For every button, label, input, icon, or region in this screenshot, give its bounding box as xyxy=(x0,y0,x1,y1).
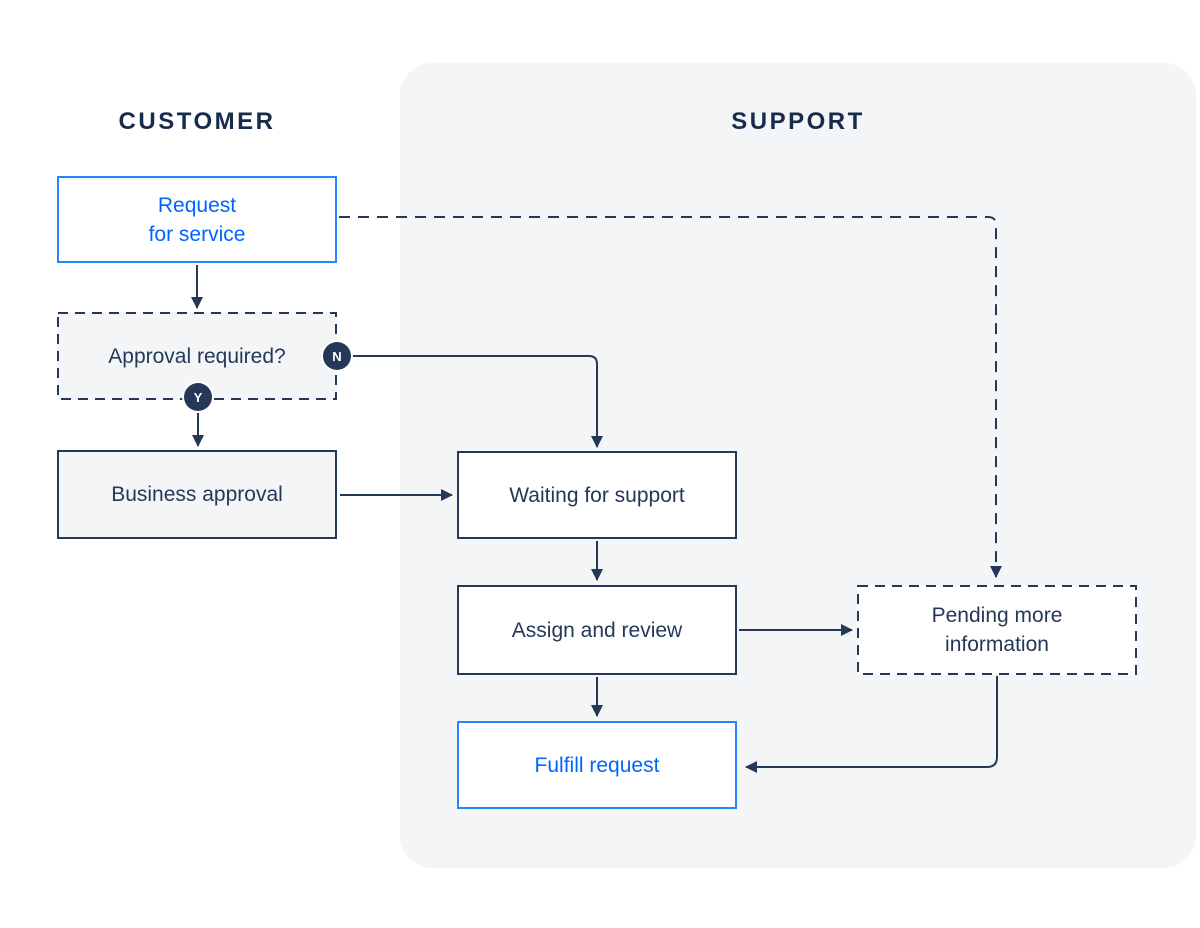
node-label: Business approval xyxy=(111,483,283,506)
node-label: Fulfill request xyxy=(534,753,660,777)
decision-badge-no: N xyxy=(323,342,351,370)
node-waiting-for-support: Waiting for support xyxy=(457,451,737,539)
node-label: Waiting for support xyxy=(509,483,685,507)
node-assign-and-review: Assign and review xyxy=(457,585,737,675)
decision-badge-yes: Y xyxy=(184,383,212,411)
lane-label-support: SUPPORT xyxy=(731,108,865,135)
node-fulfill-request: Fulfill request xyxy=(457,721,737,809)
node-label: Request for service xyxy=(148,193,246,246)
arrow-no-to-waiting xyxy=(351,355,603,448)
node-request-for-service: Request for service xyxy=(57,176,337,263)
node-label: Approval required? xyxy=(108,344,286,368)
arrow-request-to-pending-dashed xyxy=(339,216,1002,578)
lane-label-customer: CUSTOMER xyxy=(118,108,276,135)
node-business-approval: Business approval xyxy=(57,450,337,539)
node-label: Assign and review xyxy=(511,618,683,642)
node-pending-more-information: Pending more information xyxy=(857,585,1137,675)
node-label: Pending more information xyxy=(931,604,1063,656)
arrow-pending-to-fulfill xyxy=(745,676,998,773)
